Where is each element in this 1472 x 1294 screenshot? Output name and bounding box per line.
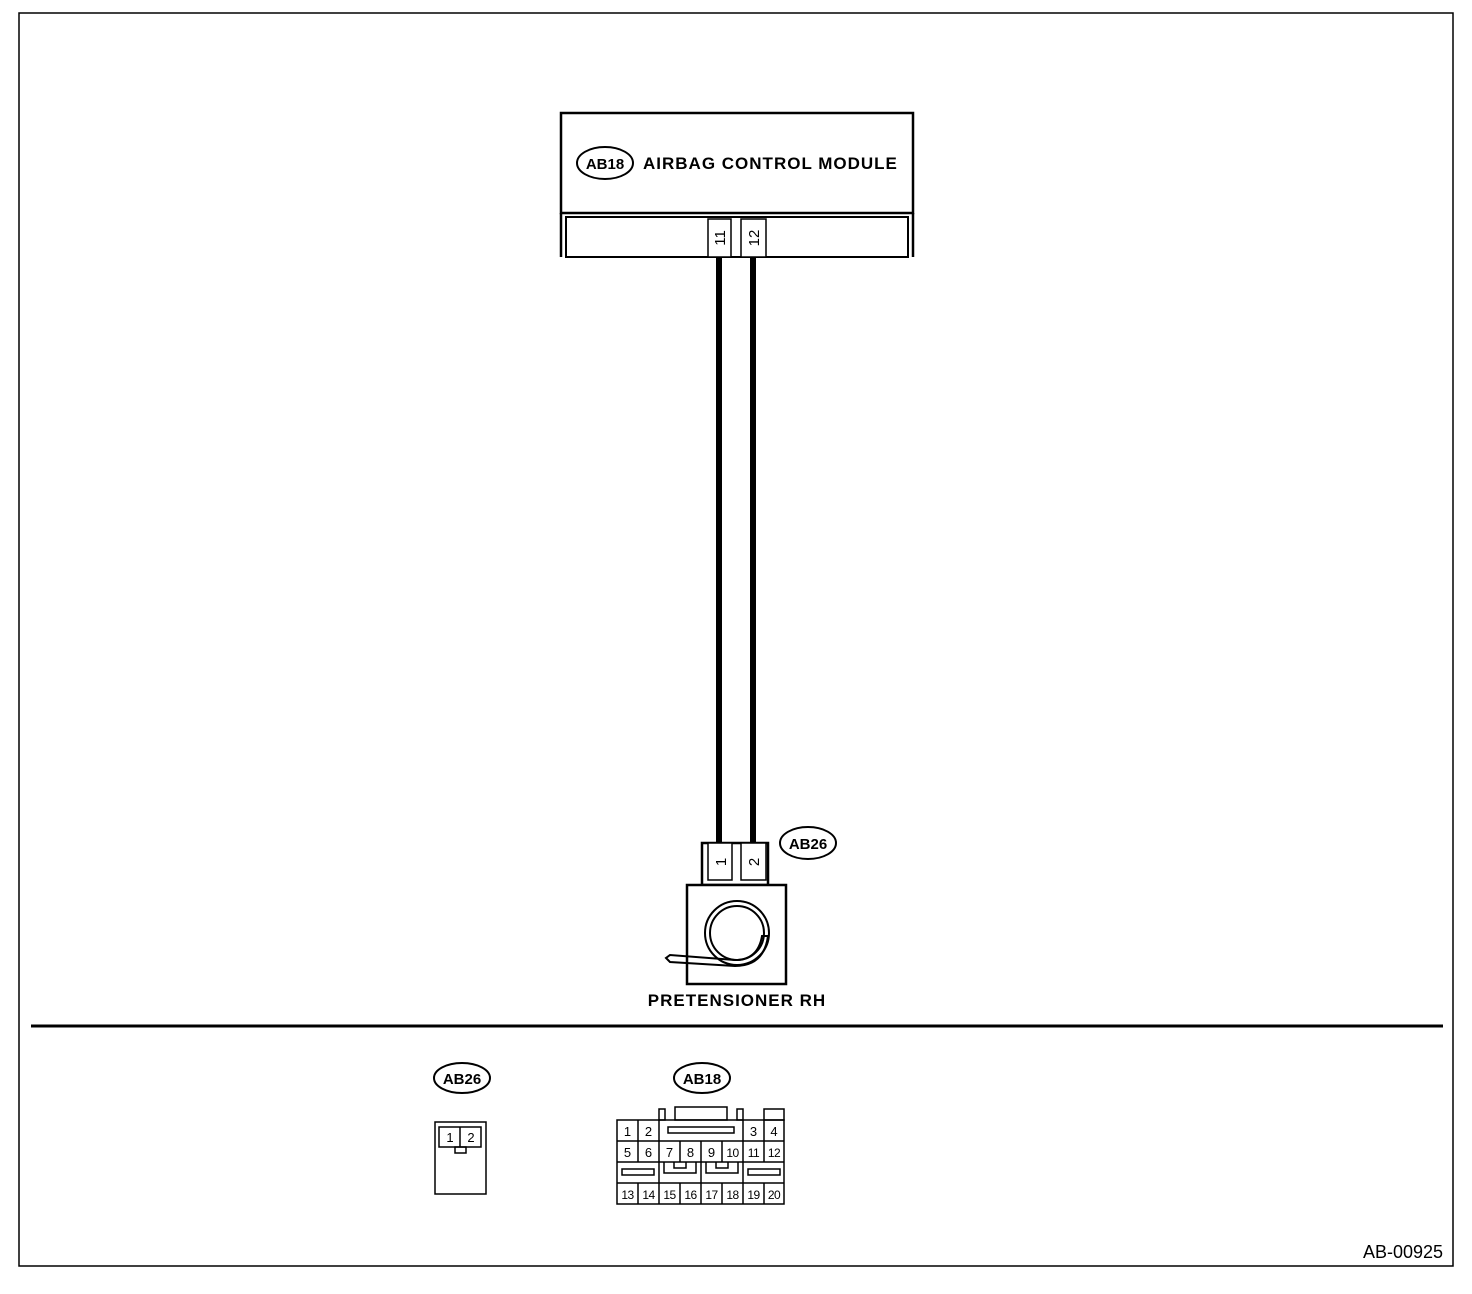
ab18-view-pin-14: 14 <box>642 1188 655 1202</box>
ab26-view-tag: AB26 <box>443 1071 481 1088</box>
pretensioner-rh: 1 2 AB26 PRETENSIONER RH <box>648 826 837 1010</box>
pretensioner-body <box>685 883 788 986</box>
ab18-connector-view <box>616 1062 785 1205</box>
ab18-tag-oval <box>576 146 634 180</box>
ab18-view-pin-12: 12 <box>768 1146 781 1160</box>
ab18-view-pin-20: 20 <box>768 1188 781 1202</box>
pretensioner-pin-2: 2 <box>746 858 763 866</box>
ab18-view-pin-2: 2 <box>645 1124 652 1139</box>
ab18-view-pin-16: 16 <box>684 1188 697 1202</box>
ab18-view-pin-18: 18 <box>726 1188 739 1202</box>
figure-id: AB-00925 <box>1363 1242 1443 1262</box>
ab18-view-pin-15: 15 <box>663 1188 676 1202</box>
ab18-view-pin-19: 19 <box>747 1188 760 1202</box>
ab18-view-pin-4: 4 <box>770 1124 777 1139</box>
ab18-view-pin-11: 11 <box>748 1146 760 1160</box>
ab18-view-pin-5: 5 <box>624 1145 631 1160</box>
module-pin-11: 11 <box>712 230 729 246</box>
pretensioner-pin-cell-2 <box>740 842 767 881</box>
ab18-view-pin-17: 17 <box>705 1188 718 1202</box>
ab26-view-pin-2: 2 <box>467 1130 474 1145</box>
ab18-view-pin-3: 3 <box>750 1124 757 1139</box>
pretensioner-pin-1: 1 <box>713 858 730 866</box>
module-connector-tag: AB18 <box>586 156 624 173</box>
module-body <box>559 111 915 215</box>
ab18-view-pin-6: 6 <box>645 1145 652 1160</box>
ab18-view-pin-9: 9 <box>708 1145 715 1160</box>
pretensioner-connector-tag: AB26 <box>789 836 827 853</box>
outer-frame <box>18 12 1454 1267</box>
airbag-control-module: AB18 AIRBAG CONTROL MODULE 11 12 <box>559 111 915 258</box>
ab18-view-tag: AB18 <box>683 1071 721 1088</box>
ab18-view-pin-labels: 1 2 3 4 5 6 7 8 9 10 11 12 13 14 15 16 1… <box>621 1124 781 1202</box>
ab18-view-pin-8: 8 <box>687 1145 694 1160</box>
ab18-view-pin-13: 13 <box>621 1188 634 1202</box>
module-pin-cell-12 <box>740 218 767 258</box>
pretensioner-name: PRETENSIONER RH <box>648 991 826 1010</box>
ab26-tag-oval <box>779 826 837 860</box>
ab18-view-pin-7: 7 <box>666 1145 673 1160</box>
ab26-view-pin-1: 1 <box>446 1130 453 1145</box>
module-name: AIRBAG CONTROL MODULE <box>643 154 898 173</box>
module-connector-strip <box>565 216 909 258</box>
ab18-view-pin-10: 10 <box>726 1146 739 1160</box>
ab18-view-pin-1: 1 <box>624 1124 631 1139</box>
ab26-connector-view: AB26 1 2 <box>433 1062 491 1195</box>
module-pin-12: 12 <box>746 230 763 247</box>
pretensioner-pin-cell-1 <box>707 842 733 881</box>
belt-reel-symbol <box>664 900 770 968</box>
